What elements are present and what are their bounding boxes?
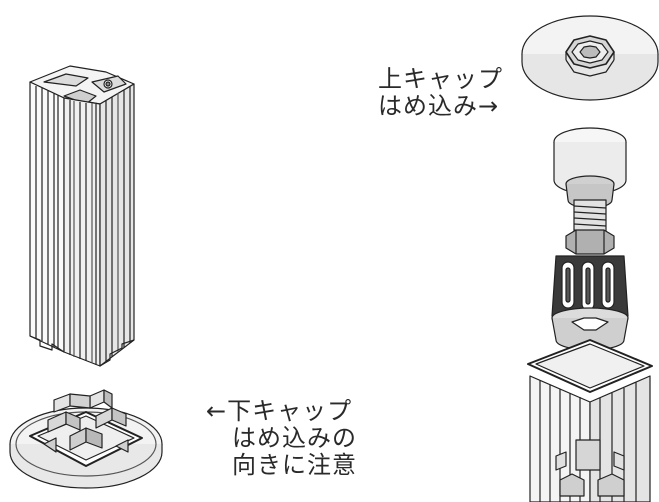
top-cap-label-line1: 上キャップ xyxy=(378,65,503,93)
bottom-cap-label-line1: ←下キャップ xyxy=(206,397,353,425)
bottom-cap xyxy=(9,389,163,489)
profile-stub xyxy=(527,339,653,502)
aluminum-profile-pillar xyxy=(29,65,135,367)
bottom-cap-label: ←下キャップ はめ込みの 向きに注意 xyxy=(206,398,357,479)
top-cap-label: 上キャップ はめ込み→ xyxy=(378,66,503,120)
leveling-adjuster xyxy=(551,127,629,351)
top-cap xyxy=(521,15,659,101)
top-cap-label-line2: はめ込み→ xyxy=(378,92,500,120)
bottom-cap-label-line3: 向きに注意 xyxy=(232,451,357,479)
bottom-cap-label-line2: はめ込みの xyxy=(232,424,357,452)
